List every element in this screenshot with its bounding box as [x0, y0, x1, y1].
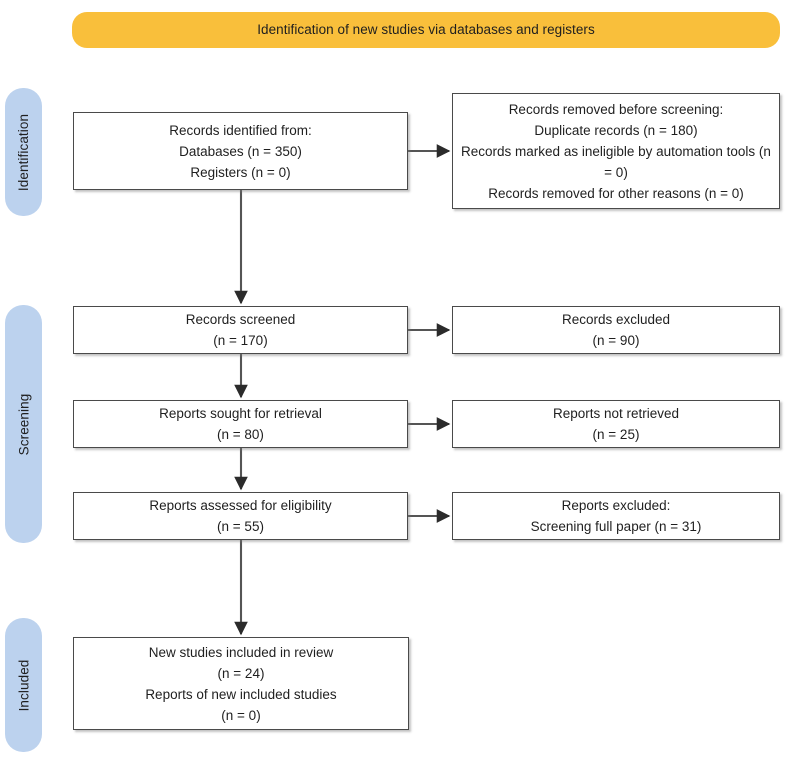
stage-label-screening: Screening: [16, 393, 32, 455]
box-reports-not-retrieved-text: Reports not retrieved (n = 25): [545, 403, 687, 445]
line: Reports sought for retrieval: [159, 406, 322, 421]
line: (n = 170): [213, 333, 268, 348]
line: Reports assessed for eligibility: [149, 498, 332, 513]
box-reports-assessed-text: Reports assessed for eligibility (n = 55…: [141, 495, 339, 537]
box-reports-excluded: Reports excluded: Screening full paper (…: [452, 492, 780, 540]
line: (n = 55): [217, 519, 264, 534]
stage-label-included: Included: [16, 659, 31, 711]
line: Records removed for other reasons (n = 0…: [488, 185, 744, 201]
box-records-identified-text: Records identified from: Databases (n = …: [161, 120, 320, 183]
line: Records identified from:: [169, 122, 312, 138]
box-records-excluded-text: Records excluded (n = 90): [554, 309, 678, 351]
line: (n = 25): [592, 427, 640, 442]
line: Screening full paper (n = 31): [530, 519, 702, 534]
line: (n = 80): [217, 427, 264, 442]
box-reports-excluded-text: Reports excluded: Screening full paper (…: [523, 495, 710, 537]
line: Databases (n = 350): [179, 143, 302, 159]
line: Duplicate records (n = 180): [534, 122, 698, 138]
box-new-studies-included-text: New studies included in review (n = 24) …: [137, 642, 344, 726]
box-reports-sought-text: Reports sought for retrieval (n = 80): [151, 403, 330, 445]
line: Records removed before screening:: [508, 101, 724, 117]
stage-pill-identification: Identification: [5, 88, 42, 216]
line: Records screened: [185, 312, 296, 327]
banner-title: Identification of new studies via databa…: [257, 21, 595, 37]
line: Records excluded: [561, 312, 671, 327]
stage-pill-included: Included: [5, 618, 42, 752]
stage-label-identification: Identification: [16, 113, 32, 191]
line: (n = 24): [217, 665, 265, 681]
diagram-banner: Identification of new studies via databa…: [72, 12, 780, 48]
box-records-identified: Records identified from: Databases (n = …: [73, 112, 408, 190]
box-reports-sought: Reports sought for retrieval (n = 80): [73, 400, 408, 448]
box-new-studies-included: New studies included in review (n = 24) …: [73, 637, 409, 730]
line: Reports of new included studies: [145, 686, 337, 702]
line: Reports excluded:: [561, 498, 671, 513]
line: Reports not retrieved: [552, 406, 680, 421]
box-records-excluded: Records excluded (n = 90): [452, 306, 780, 354]
line: Records marked as ineligible by automati…: [461, 143, 771, 180]
line: New studies included in review: [148, 644, 334, 660]
stage-pill-screening: Screening: [5, 305, 42, 543]
box-records-removed-text: Records removed before screening: Duplic…: [453, 99, 779, 204]
box-reports-assessed: Reports assessed for eligibility (n = 55…: [73, 492, 408, 540]
box-reports-not-retrieved: Reports not retrieved (n = 25): [452, 400, 780, 448]
box-records-screened-text: Records screened (n = 170): [178, 309, 304, 351]
line: Registers (n = 0): [190, 164, 291, 180]
line: (n = 90): [592, 333, 640, 348]
box-records-removed: Records removed before screening: Duplic…: [452, 93, 780, 209]
line: (n = 0): [221, 707, 261, 723]
box-records-screened: Records screened (n = 170): [73, 306, 408, 354]
